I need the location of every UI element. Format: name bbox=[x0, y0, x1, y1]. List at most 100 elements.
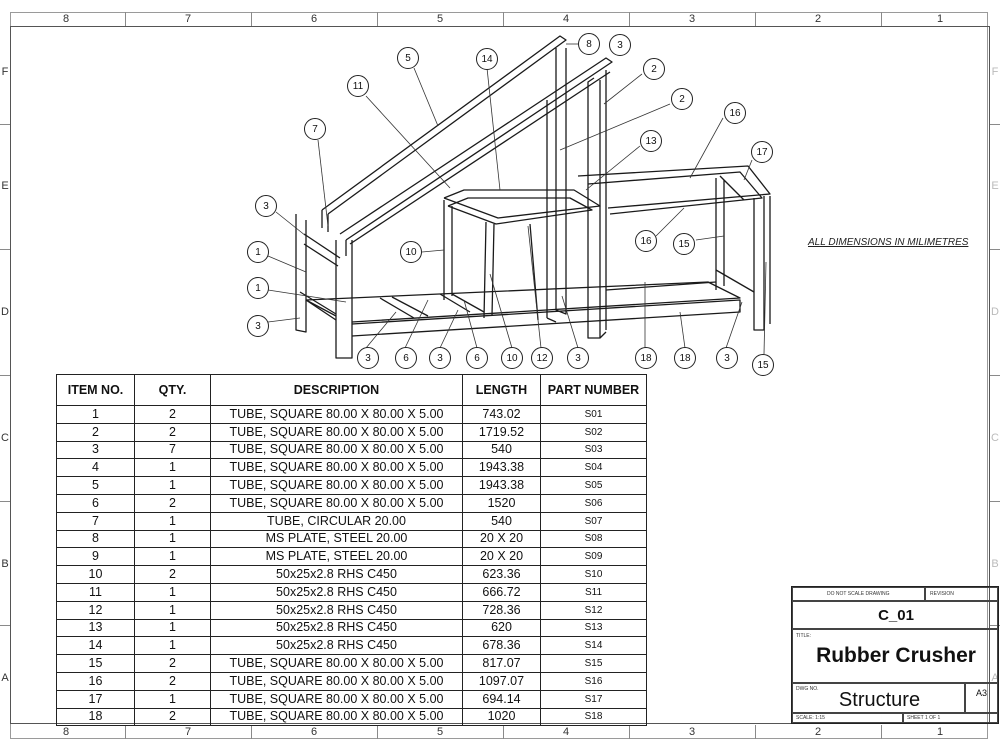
bom-item-no: 12 bbox=[56, 600, 135, 620]
callout-balloon: 18 bbox=[674, 347, 696, 369]
bom-header-length: LENGTH bbox=[462, 374, 541, 406]
bom-qty: 2 bbox=[134, 493, 211, 513]
zone-column-bottom: 2 bbox=[814, 726, 822, 738]
callout-balloon: 3 bbox=[357, 347, 379, 369]
zone-column-bottom: 6 bbox=[310, 726, 318, 738]
bom-length: 1719.52 bbox=[462, 422, 541, 442]
middle-box-frame bbox=[443, 189, 601, 321]
bom-item-no: 13 bbox=[56, 618, 135, 638]
upright-rear bbox=[546, 48, 567, 323]
zone-tick bbox=[251, 725, 252, 739]
callout-balloon: 12 bbox=[531, 347, 553, 369]
zone-tick bbox=[377, 725, 378, 739]
bom-item-no: 14 bbox=[56, 636, 135, 656]
callout-balloon: 15 bbox=[673, 233, 695, 255]
zone-column-top: 8 bbox=[62, 13, 70, 25]
callout-balloon: 17 bbox=[751, 141, 773, 163]
callout-balloon: 3 bbox=[716, 347, 738, 369]
bill-of-materials-table: ITEM NO. QTY. DESCRIPTION LENGTH PART NU… bbox=[56, 374, 647, 727]
zone-column-bottom: 4 bbox=[562, 726, 570, 738]
bom-description: TUBE, SQUARE 80.00 X 80.00 X 5.00 bbox=[210, 458, 463, 478]
bottom-rails bbox=[305, 281, 741, 337]
sheet-label: SHEET 1 OF 1 bbox=[907, 715, 941, 721]
bom-description: TUBE, SQUARE 80.00 X 80.00 X 5.00 bbox=[210, 654, 463, 673]
callout-balloon: 3 bbox=[247, 315, 269, 337]
bom-item-no: 8 bbox=[56, 529, 135, 549]
zone-column-top: 4 bbox=[562, 13, 570, 25]
bom-length: 694.14 bbox=[462, 689, 541, 709]
bom-qty: 1 bbox=[134, 600, 211, 620]
bom-description: TUBE, SQUARE 80.00 X 80.00 X 5.00 bbox=[210, 707, 463, 727]
callout-balloon: 1 bbox=[247, 241, 269, 263]
callout-balloon: 18 bbox=[635, 347, 657, 369]
zone-row-left: E bbox=[1, 180, 9, 192]
zone-column-bottom: 1 bbox=[936, 726, 944, 738]
bom-item-no: 1 bbox=[56, 405, 135, 424]
bom-length: 1097.07 bbox=[462, 671, 541, 691]
zone-row-left: F bbox=[1, 66, 9, 78]
callout-balloon: 8 bbox=[578, 33, 600, 55]
callout-balloon: 6 bbox=[466, 347, 488, 369]
bom-length: 623.36 bbox=[462, 565, 541, 584]
bom-length: 666.72 bbox=[462, 582, 541, 602]
bom-item-no: 10 bbox=[56, 565, 135, 584]
callout-balloon: 10 bbox=[501, 347, 523, 369]
bom-part-number: S05 bbox=[540, 476, 647, 495]
drawing-subtitle: Structure bbox=[838, 689, 921, 711]
bom-length: 678.36 bbox=[462, 636, 541, 656]
bom-item-no: 7 bbox=[56, 511, 135, 531]
bom-length: 540 bbox=[462, 511, 541, 531]
dwg-no-label: DWG NO. bbox=[796, 686, 819, 692]
bom-part-number: S15 bbox=[540, 654, 647, 673]
zone-column-bottom: 3 bbox=[688, 726, 696, 738]
zone-column-top: 7 bbox=[184, 13, 192, 25]
bom-qty: 1 bbox=[134, 511, 211, 531]
bom-description: 50x25x2.8 RHS C450 bbox=[210, 636, 463, 656]
zone-row-right: A bbox=[991, 672, 999, 684]
bom-item-no: 15 bbox=[56, 654, 135, 673]
bom-length: 540 bbox=[462, 440, 541, 460]
bom-part-number: S12 bbox=[540, 600, 647, 620]
zone-row-left: D bbox=[1, 306, 9, 318]
zone-column-top: 6 bbox=[310, 13, 318, 25]
callout-balloon: 11 bbox=[347, 75, 369, 97]
drawing-number: C_01 bbox=[878, 607, 914, 624]
bom-length: 1943.38 bbox=[462, 476, 541, 495]
bom-part-number: S14 bbox=[540, 636, 647, 656]
callout-balloon: 3 bbox=[567, 347, 589, 369]
bom-length: 1943.38 bbox=[462, 458, 541, 478]
bom-part-number: S08 bbox=[540, 529, 647, 549]
bom-description: TUBE, SQUARE 80.00 X 80.00 X 5.00 bbox=[210, 493, 463, 513]
zone-column-top: 2 bbox=[814, 13, 822, 25]
zone-tick bbox=[0, 625, 10, 626]
zone-row-left: B bbox=[1, 558, 9, 570]
bom-item-no: 11 bbox=[56, 582, 135, 602]
zone-tick bbox=[990, 124, 1000, 125]
callout-balloon: 5 bbox=[397, 47, 419, 69]
callout-balloon: 1 bbox=[247, 277, 269, 299]
bom-part-number: S18 bbox=[540, 707, 647, 727]
bom-qty: 2 bbox=[134, 707, 211, 727]
bom-part-number: S09 bbox=[540, 547, 647, 567]
do-not-scale-label: DO NOT SCALE DRAWING bbox=[827, 591, 890, 597]
bom-qty: 1 bbox=[134, 529, 211, 549]
zone-tick bbox=[629, 725, 630, 739]
bom-part-number: S02 bbox=[540, 422, 647, 442]
bom-header-row: ITEM NO. QTY. DESCRIPTION LENGTH PART NU… bbox=[56, 374, 647, 406]
bom-item-no: 6 bbox=[56, 493, 135, 513]
zone-tick bbox=[503, 725, 504, 739]
bom-qty: 1 bbox=[134, 636, 211, 656]
bom-qty: 7 bbox=[134, 440, 211, 460]
zone-row-left: A bbox=[1, 672, 9, 684]
bom-qty: 1 bbox=[134, 618, 211, 638]
